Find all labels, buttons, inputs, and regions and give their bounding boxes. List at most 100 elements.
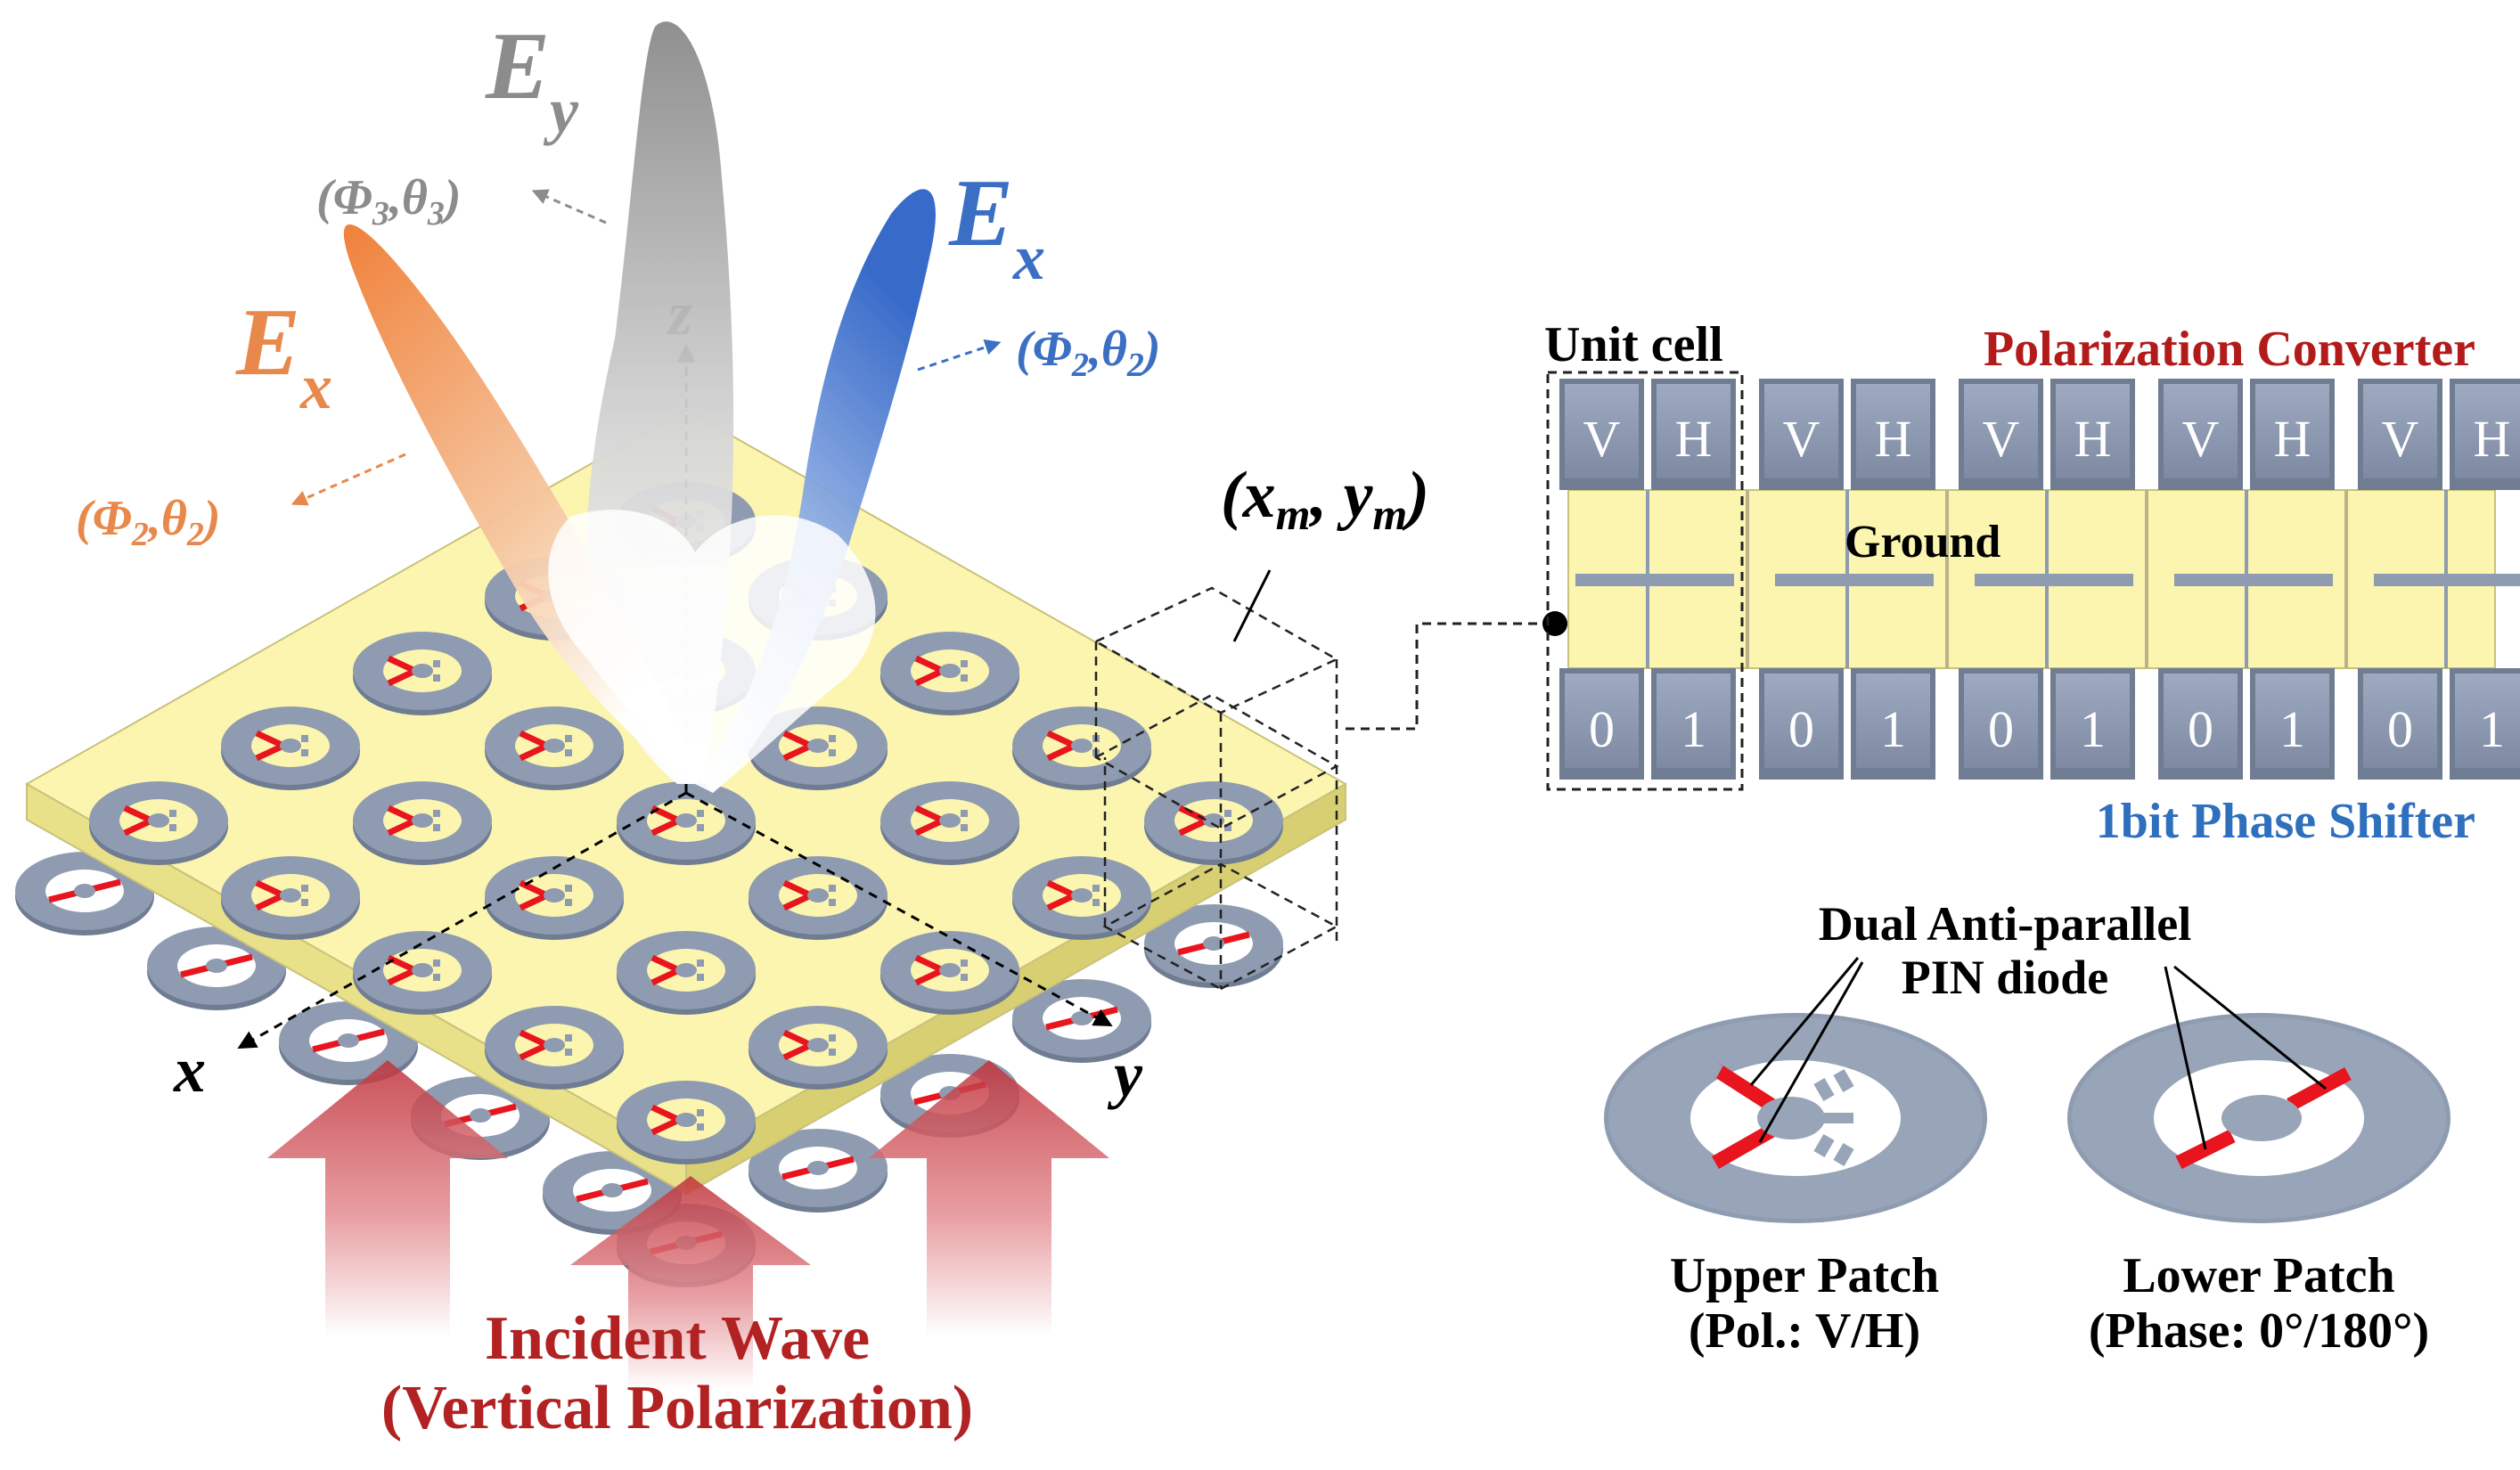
upper-ring [749,856,888,940]
polarization-key: H [2450,379,2520,490]
svg-text:Ey: Ey [485,13,579,146]
phase-key: 0 [2358,668,2442,780]
angle-label-ey: (Φ3,θ3) [316,170,462,233]
polarization-key-label: H [1675,410,1713,468]
via [2045,490,2049,668]
phase-key-label: 1 [1681,700,1706,758]
phase-key: 1 [1851,668,1935,780]
label-ex-left: Ex [235,290,332,422]
upper-ring [221,706,360,790]
phase-key: 1 [2050,668,2135,780]
phase-key-label: 1 [2080,700,2106,758]
unit-cell-panel: Unit cell Polarization Converter Ground … [1544,317,2520,849]
polarization-key: H [2050,379,2135,490]
phase-key-label: 1 [1880,700,1906,758]
cell-divider [1746,490,1749,668]
polarization-converter-label: Polarization Converter [1984,322,2475,377]
polarization-key: V [1959,379,2043,490]
cell-pointer-line [1232,569,1272,642]
via [2444,490,2448,668]
incident-arrow-center [570,1176,811,1390]
diode-label-line2: PIN diode [1902,951,2109,1004]
patch-detail: Dual Anti-parallel PIN diode [1604,897,2450,1359]
upper-ring [485,706,624,790]
polarization-key: V [1759,379,1844,490]
phase-key-label: 0 [1988,700,2014,758]
ground-label: Ground [1845,517,2000,568]
via [1845,490,1849,668]
lower-ring [1012,979,1151,1063]
polarization-key-label: V [2382,410,2419,468]
metasurface-array: (xm, ym) z x y Ey (Φ3,θ3) Ex (Φ2,θ2) [15,13,1567,1442]
incident-wave-title: Incident Wave [485,1304,870,1373]
upper-patch-caption: (Pol.: V/H) [1689,1303,1920,1359]
via [1646,490,1649,668]
svg-text:Ex: Ex [235,290,332,422]
lower-patch-title: Lower Patch [2123,1248,2394,1303]
polarization-key: H [2250,379,2335,490]
incident-arrow-right [869,1060,1109,1336]
upper-ring [485,1006,624,1090]
phase-key-label: 0 [2387,700,2413,758]
upper-ring [617,931,756,1015]
phase-key-label: 1 [2479,700,2505,758]
upper-ring [1144,781,1283,865]
phase-key: 1 [2450,668,2520,780]
lower-patch [2067,1013,2450,1223]
upper-ring [1012,856,1151,940]
upper-ring [485,856,624,940]
x-axis-label: x [173,1034,206,1106]
angle-label-ex-left: (Φ2,θ2) [76,491,221,553]
phase-key: 0 [1959,668,2043,780]
lower-ring [1144,904,1283,988]
phase-keys: 0 1 0 1 0 1 0 1 0 1 [1559,668,2520,780]
unit-cell-title: Unit cell [1544,317,1723,372]
phase-key-label: 0 [2188,700,2213,758]
connector-dot [1542,611,1567,636]
upper-ring [880,931,1019,1015]
cell-divider [2145,490,2148,668]
polarization-key: H [1651,379,1736,490]
unit-cell-box [1546,371,1744,791]
phase-key: 1 [2250,668,2335,780]
diode-label-line1: Dual Anti-parallel [1819,897,2192,951]
incident-arrows [267,1060,1109,1390]
via [2245,490,2248,668]
upper-ring [221,856,360,940]
incident-wave-polarization: (Vertical Polarization) [381,1374,973,1442]
polarization-key-label: V [2182,410,2220,468]
upper-patch [1604,1013,1987,1223]
upper-diode-1 [1711,1063,1782,1115]
phase-key-label: 1 [2279,700,2305,758]
beam-reflected-body [548,510,876,793]
phase-key: 1 [1651,668,1736,780]
svg-text:Ex: Ex [948,160,1045,293]
upper-ring [1012,706,1151,790]
upper-ring [880,632,1019,715]
upper-ring [353,781,492,865]
polarization-key-label: V [1983,410,2020,468]
upper-ring [353,632,492,715]
upper-ring [89,781,228,865]
phase-key-label: 0 [1589,700,1615,758]
arrow-ex-right-angle [917,339,1002,372]
incident-arrow-left [267,1060,508,1336]
diode-pointers [1749,957,2327,1150]
label-ey: Ey [485,13,579,146]
upper-ring [880,781,1019,865]
polarization-key-label: H [1875,410,1912,468]
polarization-key-label: H [2274,410,2311,468]
cell-connector [1346,622,1555,731]
upper-ring [617,1081,756,1164]
angle-label-ex-right: (Φ2,θ2) [1016,322,1161,384]
arrow-ey-angle [531,189,607,225]
phase-key-label: 0 [1788,700,1814,758]
label-ex-right: Ex [948,160,1045,293]
selected-cell-box [1093,586,1339,991]
polarization-key: V [2358,379,2442,490]
ground-slot [1975,574,2133,586]
polarization-key: H [1851,379,1935,490]
phase-shifter-label: 1bit Phase Shifter [2096,794,2475,849]
